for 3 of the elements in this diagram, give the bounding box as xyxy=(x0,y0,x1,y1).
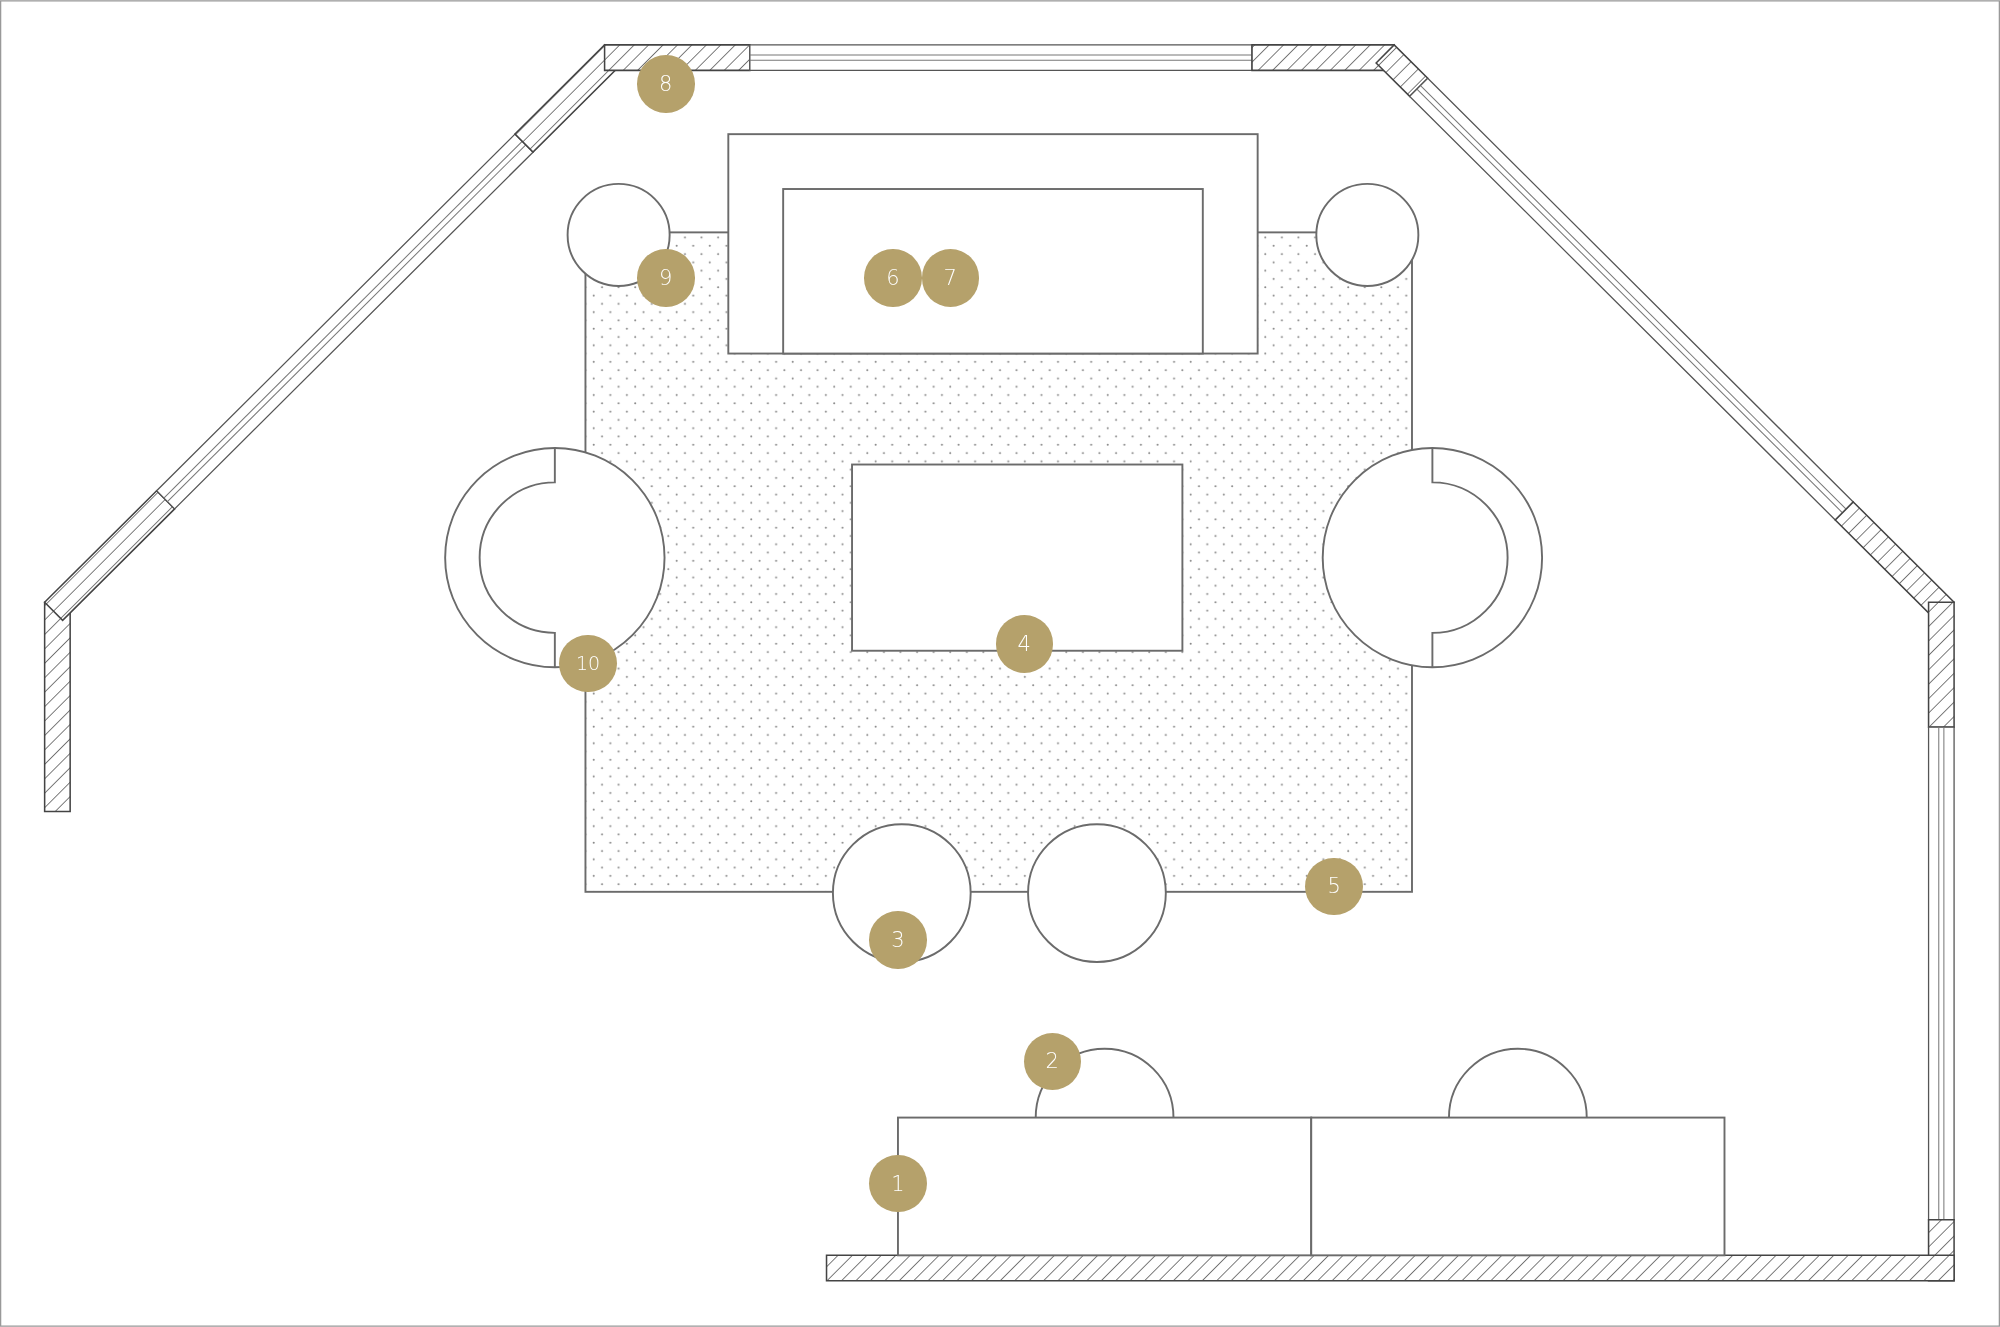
callout-number: 8 xyxy=(637,55,695,113)
callout-number: 2 xyxy=(1023,1032,1081,1090)
callout-number: 1 xyxy=(869,1154,927,1213)
